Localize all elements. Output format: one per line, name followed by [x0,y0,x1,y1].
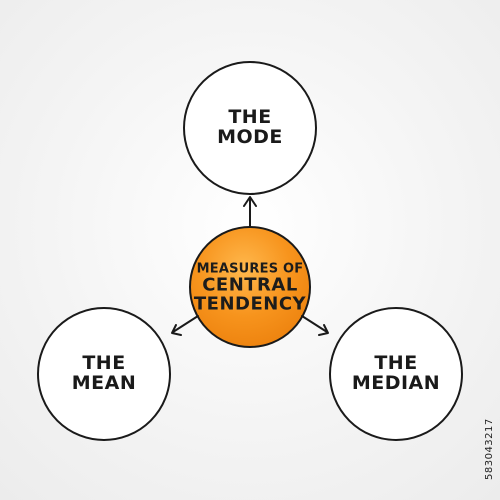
center-label: MEASURES OF CENTRAL TENDENCY [194,262,306,313]
arrow-to-mean [171,315,199,336]
mean-label: THE MEAN [71,352,137,394]
mode-label: THE MODE [217,106,283,148]
center-label-line1: MEASURES OF [196,261,304,277]
mode-label-line1: THE [228,106,272,129]
center-label-line2: CENTRAL [202,273,298,295]
median-label-line2: MEDIAN [351,372,441,394]
mean-circle [37,307,171,441]
stock-id-text: 583043217 [484,418,495,480]
mode-label-line2: MODE [217,126,283,148]
arrow-to-median [301,315,329,336]
mean-label-line2: MEAN [71,372,137,394]
median-label-line1: THE [374,352,418,375]
center-label-line3: TENDENCY [193,292,307,314]
mode-circle [183,61,317,195]
median-label: THE MEDIAN [351,352,441,394]
mean-label-line1: THE [82,352,126,375]
median-circle [329,307,463,441]
arrow-to-mode [243,196,257,227]
